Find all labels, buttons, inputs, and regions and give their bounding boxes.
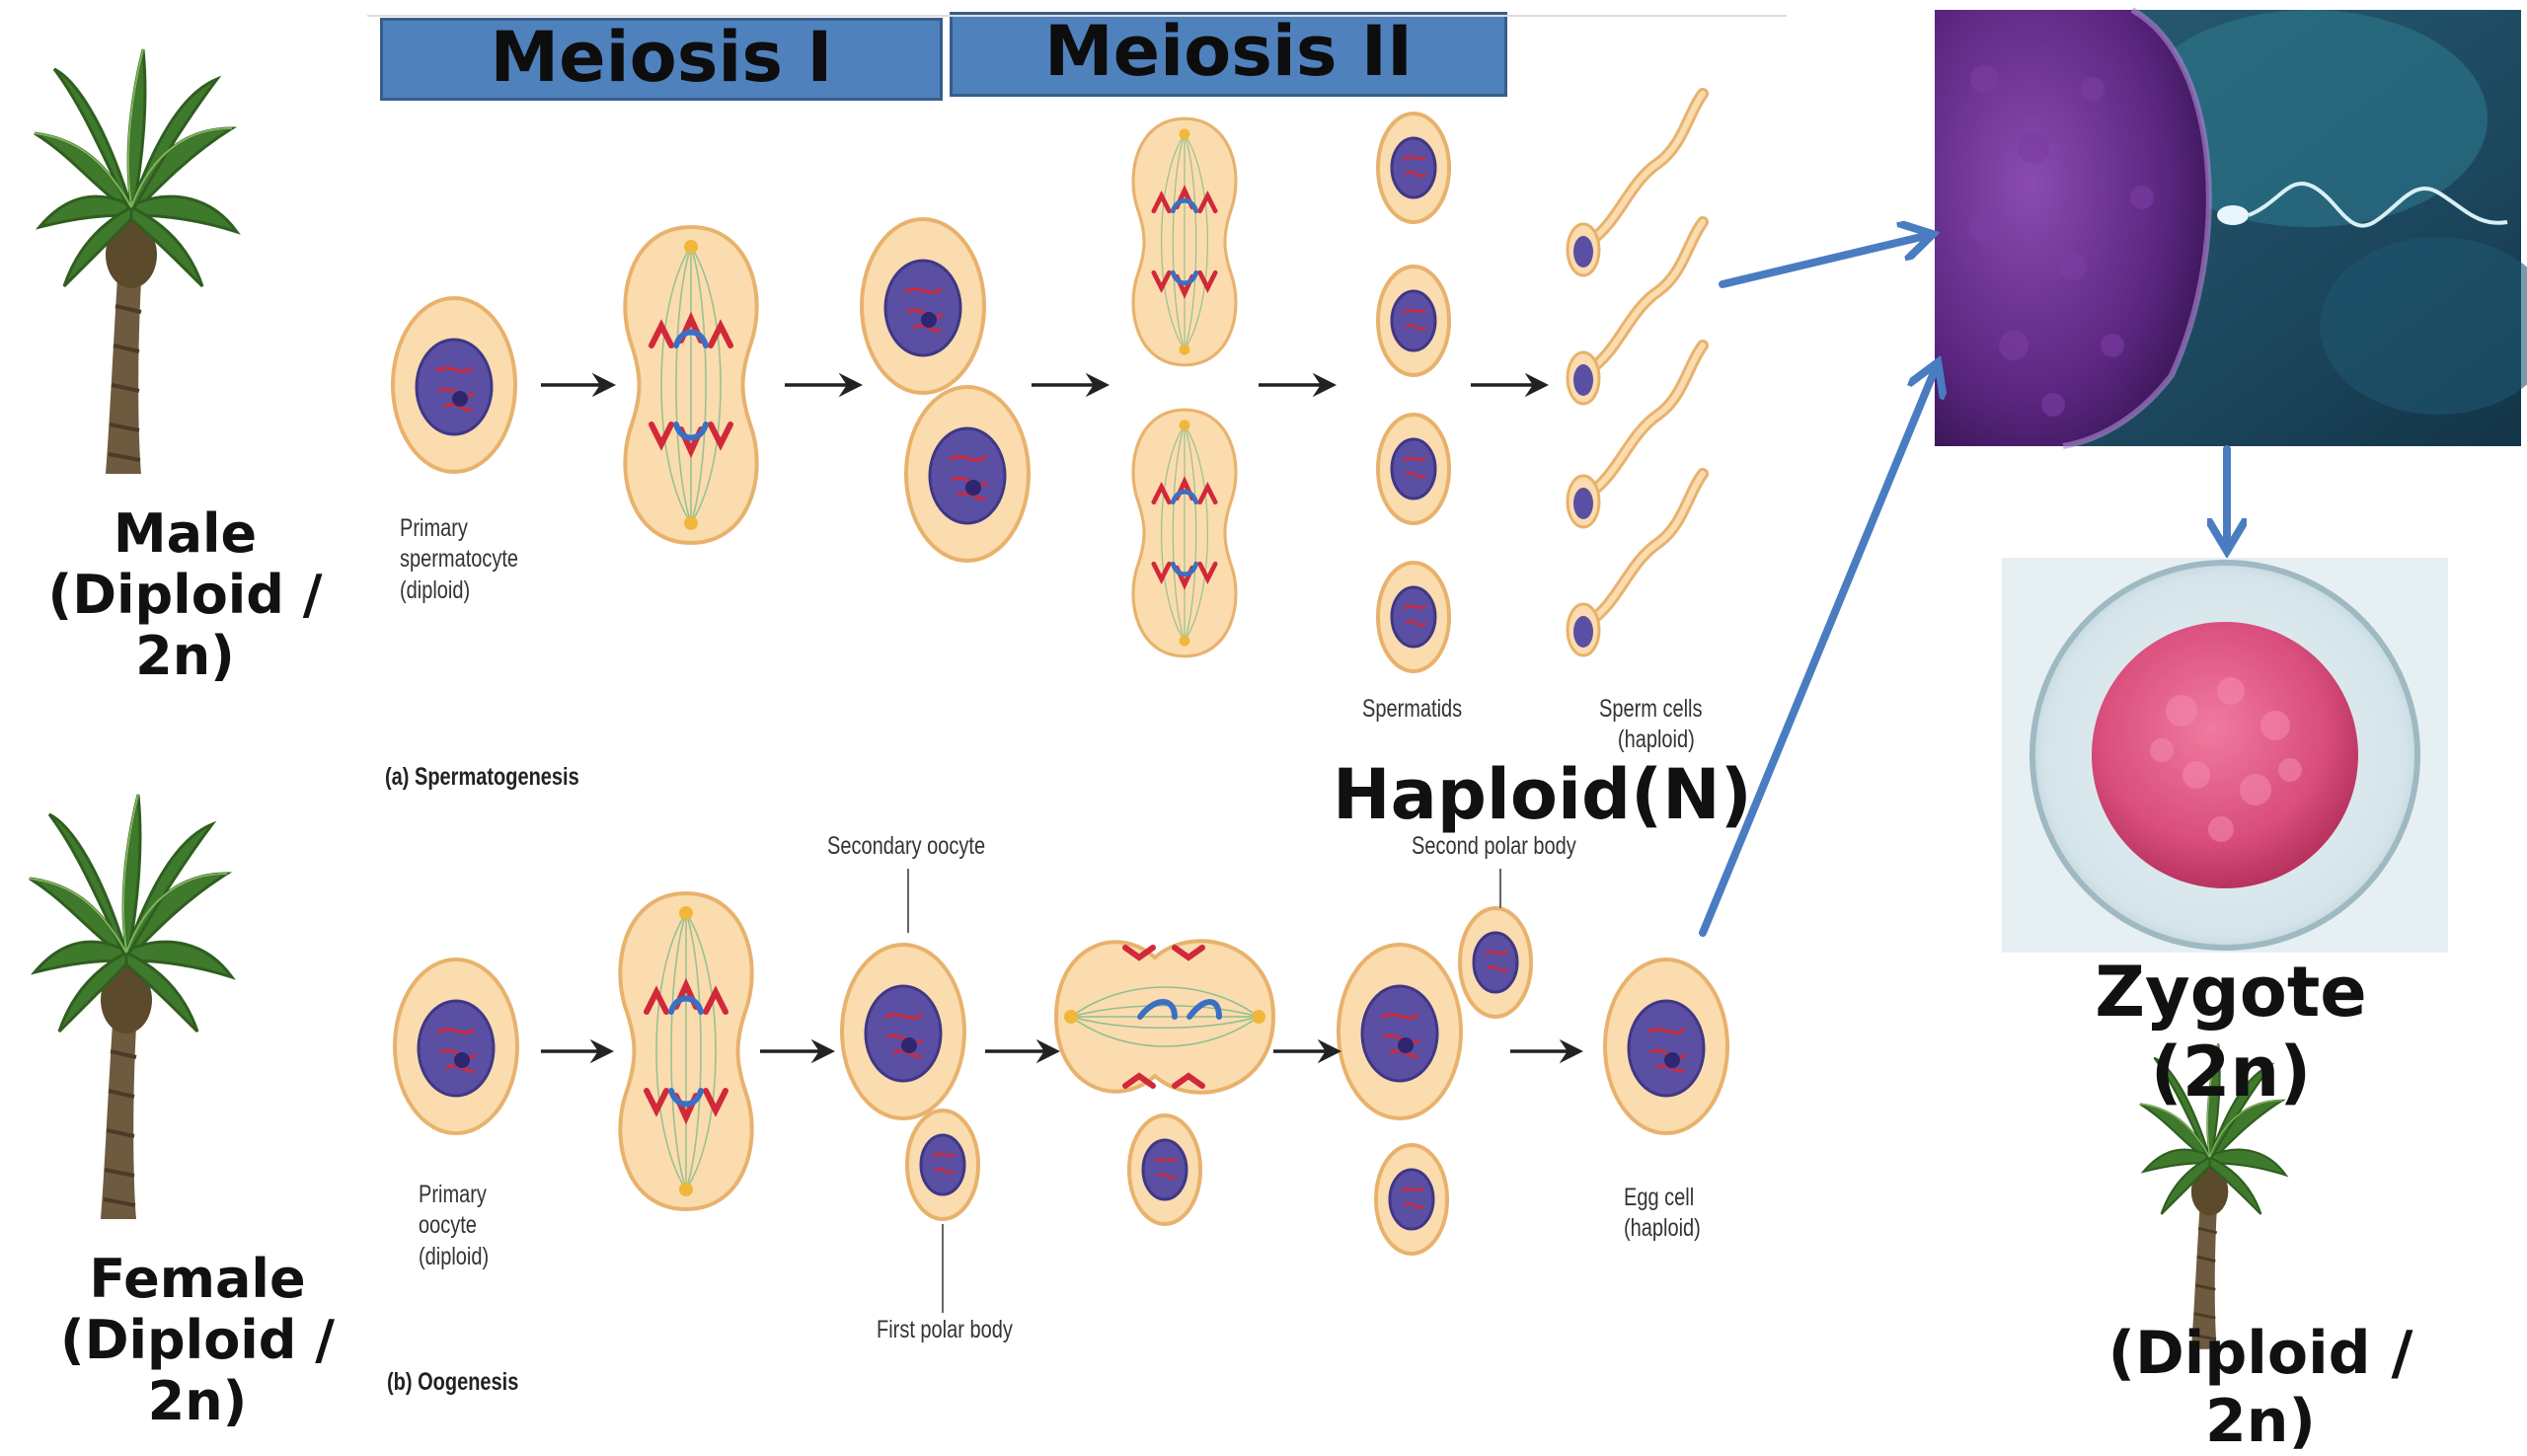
meiosis-2-header: Meiosis II xyxy=(950,12,1507,97)
callout-lines xyxy=(907,869,1501,1313)
diagram-graphics xyxy=(28,7,2527,1351)
second-polar-body-label: Second polar body xyxy=(1412,832,1576,860)
female-palm-tree-icon xyxy=(28,793,234,1221)
egg-to-fertilization-arrow-icon xyxy=(1699,365,1937,937)
zygote-icon xyxy=(2092,622,2358,888)
second-polar-body-cell xyxy=(1458,906,1533,1019)
oocyte-meiosis1-dividing-cell xyxy=(620,893,751,1209)
sperm-cells-label: Sperm cells (haploid) xyxy=(1599,695,1703,754)
meiosis-1-header: Meiosis I xyxy=(380,18,943,101)
fertilization-arrows xyxy=(1699,235,2227,937)
female-label: Female (Diploid / 2n) xyxy=(60,1248,335,1433)
zygote-label: Zygote (2n) xyxy=(2095,952,2367,1112)
offspring-ploidy-label: (Diploid / 2n) xyxy=(2107,1319,2413,1456)
sperm-cells xyxy=(1568,94,1703,655)
spermatids-label: Spermatids xyxy=(1362,695,1463,723)
oocyte-meiosis2-dividing-cell xyxy=(1053,939,1276,1095)
spermatogenesis-caption: (a) Spermatogenesis xyxy=(385,763,579,791)
haploid-label: Haploid(N) xyxy=(1333,754,1752,835)
meiosis2-dividing-cells xyxy=(1133,118,1236,656)
zygote-image xyxy=(2002,558,2448,953)
sperm-to-fertilization-arrow-icon xyxy=(1719,235,1930,288)
first-polar-body-cell xyxy=(905,1109,980,1221)
egg-cell xyxy=(1603,958,1729,1135)
egg-cell-label: Egg cell (haploid) xyxy=(1624,1184,1701,1243)
egg-texture xyxy=(1969,65,2154,417)
secondary-spermatocyte-bottom xyxy=(904,385,1031,563)
ootid-cell xyxy=(1337,943,1463,1120)
primary-spermatocyte-label: Primary spermatocyte (diploid) xyxy=(400,514,519,604)
spermatid-cells xyxy=(1376,112,1451,673)
sperm-icon xyxy=(2217,181,2508,228)
polar-body-lower-left xyxy=(1127,1113,1202,1226)
meiosis1-dividing-cell xyxy=(625,227,756,543)
secondary-oocyte-label: Secondary oocyte xyxy=(827,832,986,860)
polar-body-lower-right xyxy=(1374,1143,1449,1256)
first-polar-body-label: First polar body xyxy=(877,1316,1013,1343)
fertilization-image xyxy=(1935,7,2527,449)
male-label: Male (Diploid / 2n) xyxy=(47,502,323,688)
secondary-oocyte-cell xyxy=(840,943,966,1120)
primary-spermatocyte-cell xyxy=(391,296,517,474)
secondary-spermatocyte-top xyxy=(860,217,986,395)
oogenesis-caption: (b) Oogenesis xyxy=(387,1368,519,1396)
primary-oocyte-label: Primary oocyte (diploid) xyxy=(419,1181,490,1270)
male-palm-tree-icon xyxy=(33,47,239,476)
primary-oocyte-cell xyxy=(393,958,519,1135)
